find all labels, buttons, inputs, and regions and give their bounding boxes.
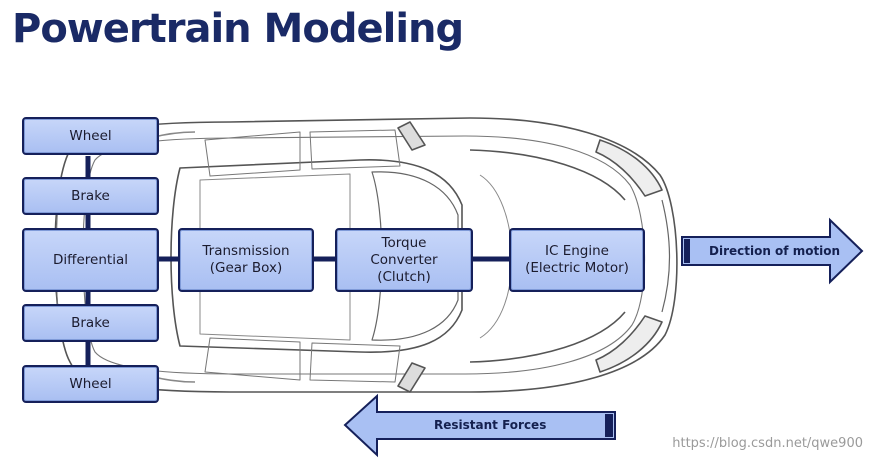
wheel-top-box: Wheel (22, 117, 159, 155)
resistant-forces-arrow (343, 393, 616, 458)
torque-converter-label: Torque Converter (Clutch) (370, 234, 438, 285)
transmission-label: Transmission (Gear Box) (202, 243, 290, 276)
differential-box: Differential (22, 228, 159, 292)
brake-bottom-label: Brake (71, 314, 110, 331)
torque-converter-box: Torque Converter (Clutch) (335, 228, 473, 292)
brake-top-label: Brake (71, 187, 110, 204)
brake-top-box: Brake (22, 177, 159, 215)
engine-box: IC Engine (Electric Motor) (509, 228, 645, 292)
direction-arrow (681, 217, 864, 285)
brake-bottom-box: Brake (22, 304, 159, 342)
direction-of-motion-label: Direction of motion (709, 244, 841, 258)
transmission-box: Transmission (Gear Box) (178, 228, 314, 292)
resistant-forces-label: Resistant Forces (434, 418, 547, 432)
wheel-top-label: Wheel (69, 127, 112, 144)
differential-label: Differential (53, 251, 128, 268)
watermark-text: https://blog.csdn.net/qwe900 (672, 436, 863, 451)
wheel-bottom-box: Wheel (22, 365, 159, 403)
page-title: Powertrain Modeling (12, 6, 464, 52)
wheel-bottom-label: Wheel (69, 375, 112, 392)
engine-label: IC Engine (Electric Motor) (525, 243, 629, 276)
